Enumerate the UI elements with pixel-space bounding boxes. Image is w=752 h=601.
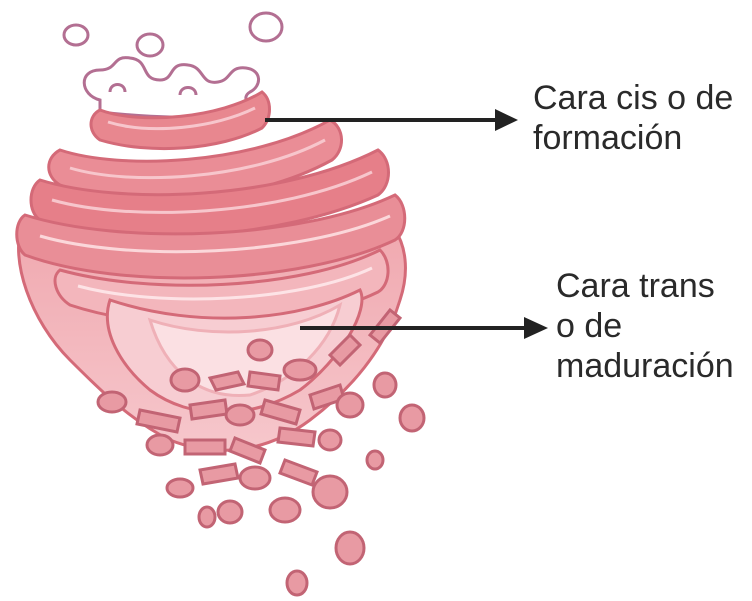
arrow-right-icon [495,109,518,131]
arrow-right-icon [524,317,548,339]
trans-face-label-line-1: Cara trans [556,266,734,306]
arrow-cis [265,109,518,131]
trans-face-label-line-3: maduración [556,346,734,386]
trans-face-label-line-2: o de [556,306,734,346]
cis-face-label: Cara cis o de formación [533,78,733,158]
trans-face-label: Cara trans o de maduración [556,266,734,386]
cis-face-label-line-2: formación [533,118,733,158]
cis-face-label-line-1: Cara cis o de [533,78,733,118]
